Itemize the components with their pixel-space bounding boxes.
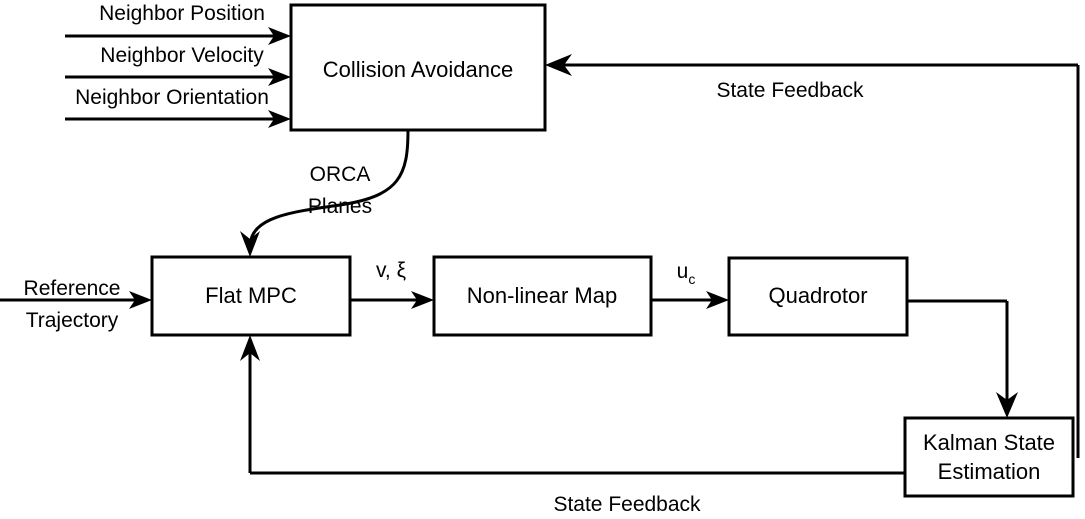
- block-nonlinear-map[interactable]: [432, 255, 653, 337]
- neighbor-velocity-label: Neighbor Velocity: [100, 44, 264, 67]
- block-flat-mpc[interactable]: [150, 255, 352, 337]
- uc-label-sub: c: [688, 271, 695, 287]
- block-kalman-label-line2: Estimation: [938, 459, 1041, 484]
- state-feedback-bottom-path: [240, 335, 905, 475]
- orca-planes-label-line1: ORCA: [310, 163, 371, 186]
- uc-label: uc: [677, 260, 696, 287]
- state-feedback-bottom-label: State Feedback: [553, 493, 701, 516]
- block-quadrotor-label: Quadrotor: [768, 283, 867, 308]
- reference-trajectory-arrow: [0, 291, 152, 309]
- block-kalman-state-estimation[interactable]: [903, 416, 1075, 498]
- block-quadrotor[interactable]: [727, 256, 909, 337]
- v-xi-arrow: [350, 291, 434, 309]
- state-feedback-top-label: State Feedback: [716, 79, 864, 102]
- input-arrow-neighbor-velocity: [65, 68, 291, 86]
- neighbor-orientation-label: Neighbor Orientation: [75, 86, 269, 109]
- block-collision-avoidance-label: Collision Avoidance: [323, 57, 513, 82]
- quadrotor-to-kalman-path: [907, 299, 1018, 418]
- arrowhead: [268, 68, 291, 86]
- uc-label-base: u: [677, 260, 689, 283]
- block-nonlinear-map-label: Non-linear Map: [467, 283, 617, 308]
- arrowhead: [268, 110, 291, 128]
- arrowhead: [268, 27, 291, 45]
- orca-planes-arrow: [240, 129, 410, 257]
- block-kalman-label-line1: Kalman State: [923, 430, 1055, 455]
- arrowhead: [996, 392, 1018, 418]
- neighbor-position-label: Neighbor Position: [99, 2, 265, 25]
- arrowhead: [411, 291, 434, 309]
- arrowhead: [240, 231, 260, 257]
- uc-arrow: [651, 291, 729, 309]
- arrowhead: [545, 54, 572, 76]
- arrowhead: [129, 291, 152, 309]
- block-collision-avoidance[interactable]: [289, 3, 547, 132]
- input-arrow-neighbor-position: [65, 27, 291, 45]
- v-xi-label: v, ξ: [376, 259, 406, 282]
- input-arrow-neighbor-orientation: [65, 110, 291, 128]
- reference-trajectory-label-line2: Trajectory: [26, 309, 119, 332]
- reference-trajectory-label-line1: Reference: [24, 277, 121, 300]
- arrowhead: [706, 291, 729, 309]
- state-feedback-top-path: [545, 54, 1080, 458]
- orca-planes-label-line2: Planes: [308, 195, 372, 218]
- arrowhead: [240, 335, 260, 361]
- block-flat-mpc-label: Flat MPC: [205, 283, 297, 308]
